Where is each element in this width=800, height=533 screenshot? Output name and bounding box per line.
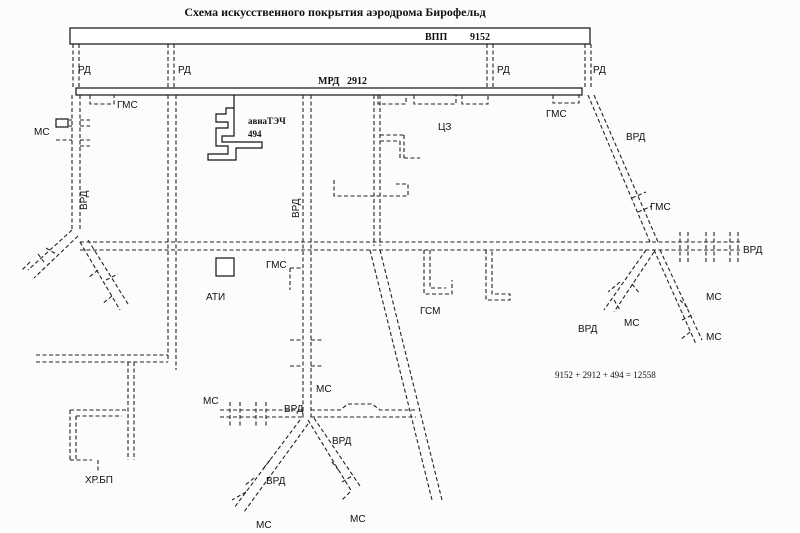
ms-stand-block	[55, 118, 69, 128]
ms-label-right-1: МС	[706, 292, 722, 303]
left-splay-taxiways	[27, 229, 129, 311]
diagonal-access-road	[369, 249, 443, 501]
ati-label: АТИ	[206, 292, 225, 303]
ms-label-lower: МС	[203, 396, 219, 407]
runway-area: 9152	[470, 32, 490, 43]
central-vertical-taxiway	[302, 95, 312, 420]
gms-label-2: ГМС	[546, 109, 567, 120]
central-stands	[289, 267, 322, 367]
vrd-label-central: ВРД	[291, 198, 302, 218]
aviateh-value: 494	[248, 129, 262, 139]
gms-stand-left	[89, 95, 115, 105]
left-vertical-taxiway	[71, 95, 81, 230]
right-splay-taxiways	[603, 249, 703, 345]
apron-stands-middle	[377, 95, 489, 105]
lower-cross-taxiway	[220, 403, 416, 418]
gms-stand-right-diagonal	[631, 191, 653, 213]
runway	[69, 27, 591, 45]
lower-splay-taxiways	[233, 417, 361, 513]
main-taxiway	[75, 87, 583, 96]
rd-label-2: РД	[178, 65, 191, 76]
vrd-label-right: ВРД	[626, 132, 646, 143]
rd-label-4: РД	[593, 65, 606, 76]
ms-label-bottom-left: МС	[256, 520, 272, 531]
ms-label-central: МС	[316, 384, 332, 395]
ms-label-bottom-right: МС	[350, 514, 366, 525]
aviateh-name: авиаТЭЧ	[248, 116, 286, 126]
left-splay-stands	[21, 247, 119, 305]
right-splay-stands	[607, 281, 695, 341]
ati-building	[215, 257, 235, 277]
aviateh-apron	[207, 95, 263, 161]
main-taxiway-code: МРД	[318, 76, 339, 87]
gms-label-1: ГМС	[117, 100, 138, 111]
connecting-taxiways	[72, 44, 592, 89]
cz-taxiway	[373, 95, 420, 246]
rd-label-1: РД	[78, 65, 91, 76]
vrd-label-splay-left: ВРД	[266, 476, 286, 487]
ms-label-left: МС	[34, 127, 50, 138]
gms-stand-right	[552, 95, 580, 104]
rd-label-3: РД	[497, 65, 510, 76]
hrbp-loop	[69, 409, 128, 472]
right-diagonal-taxiway	[587, 94, 659, 243]
vrd-label-east: ВРД	[743, 245, 763, 256]
east-stands	[679, 232, 739, 262]
lower-splay-stands	[231, 459, 353, 501]
southwest-taxiway	[36, 354, 168, 460]
vrd-label-right-lower: ВРД	[578, 324, 598, 335]
diagram-title: Схема искусственного покрытия аэродрома …	[184, 5, 485, 19]
cz-stand	[333, 180, 409, 197]
main-taxiway-area: 2912	[347, 76, 367, 87]
vrd-label-splay-right: ВРД	[332, 436, 352, 447]
lower-left-stands	[229, 402, 267, 426]
area-formula: 9152 + 2912 + 494 = 12558	[555, 370, 656, 380]
cz-label: ЦЗ	[438, 122, 451, 133]
vrd-label-lower: ВРД	[284, 404, 304, 415]
gsm-label: ГСМ	[420, 306, 440, 317]
cross-taxiway	[80, 241, 740, 251]
gms-label-4: ГМС	[650, 202, 671, 213]
runway-code: ВПП	[425, 32, 447, 43]
ms-label-right-3: МС	[706, 332, 722, 343]
stand-east-of-gsm	[485, 250, 511, 301]
column-taxiway-2	[167, 95, 177, 370]
gsm-stand	[423, 250, 453, 295]
gms-label-3: ГМС	[266, 260, 287, 271]
vrd-label-left: ВРД	[79, 190, 90, 210]
ms-label-right-2: МС	[624, 318, 640, 329]
hrbp-label: ХР.БП	[85, 475, 113, 486]
